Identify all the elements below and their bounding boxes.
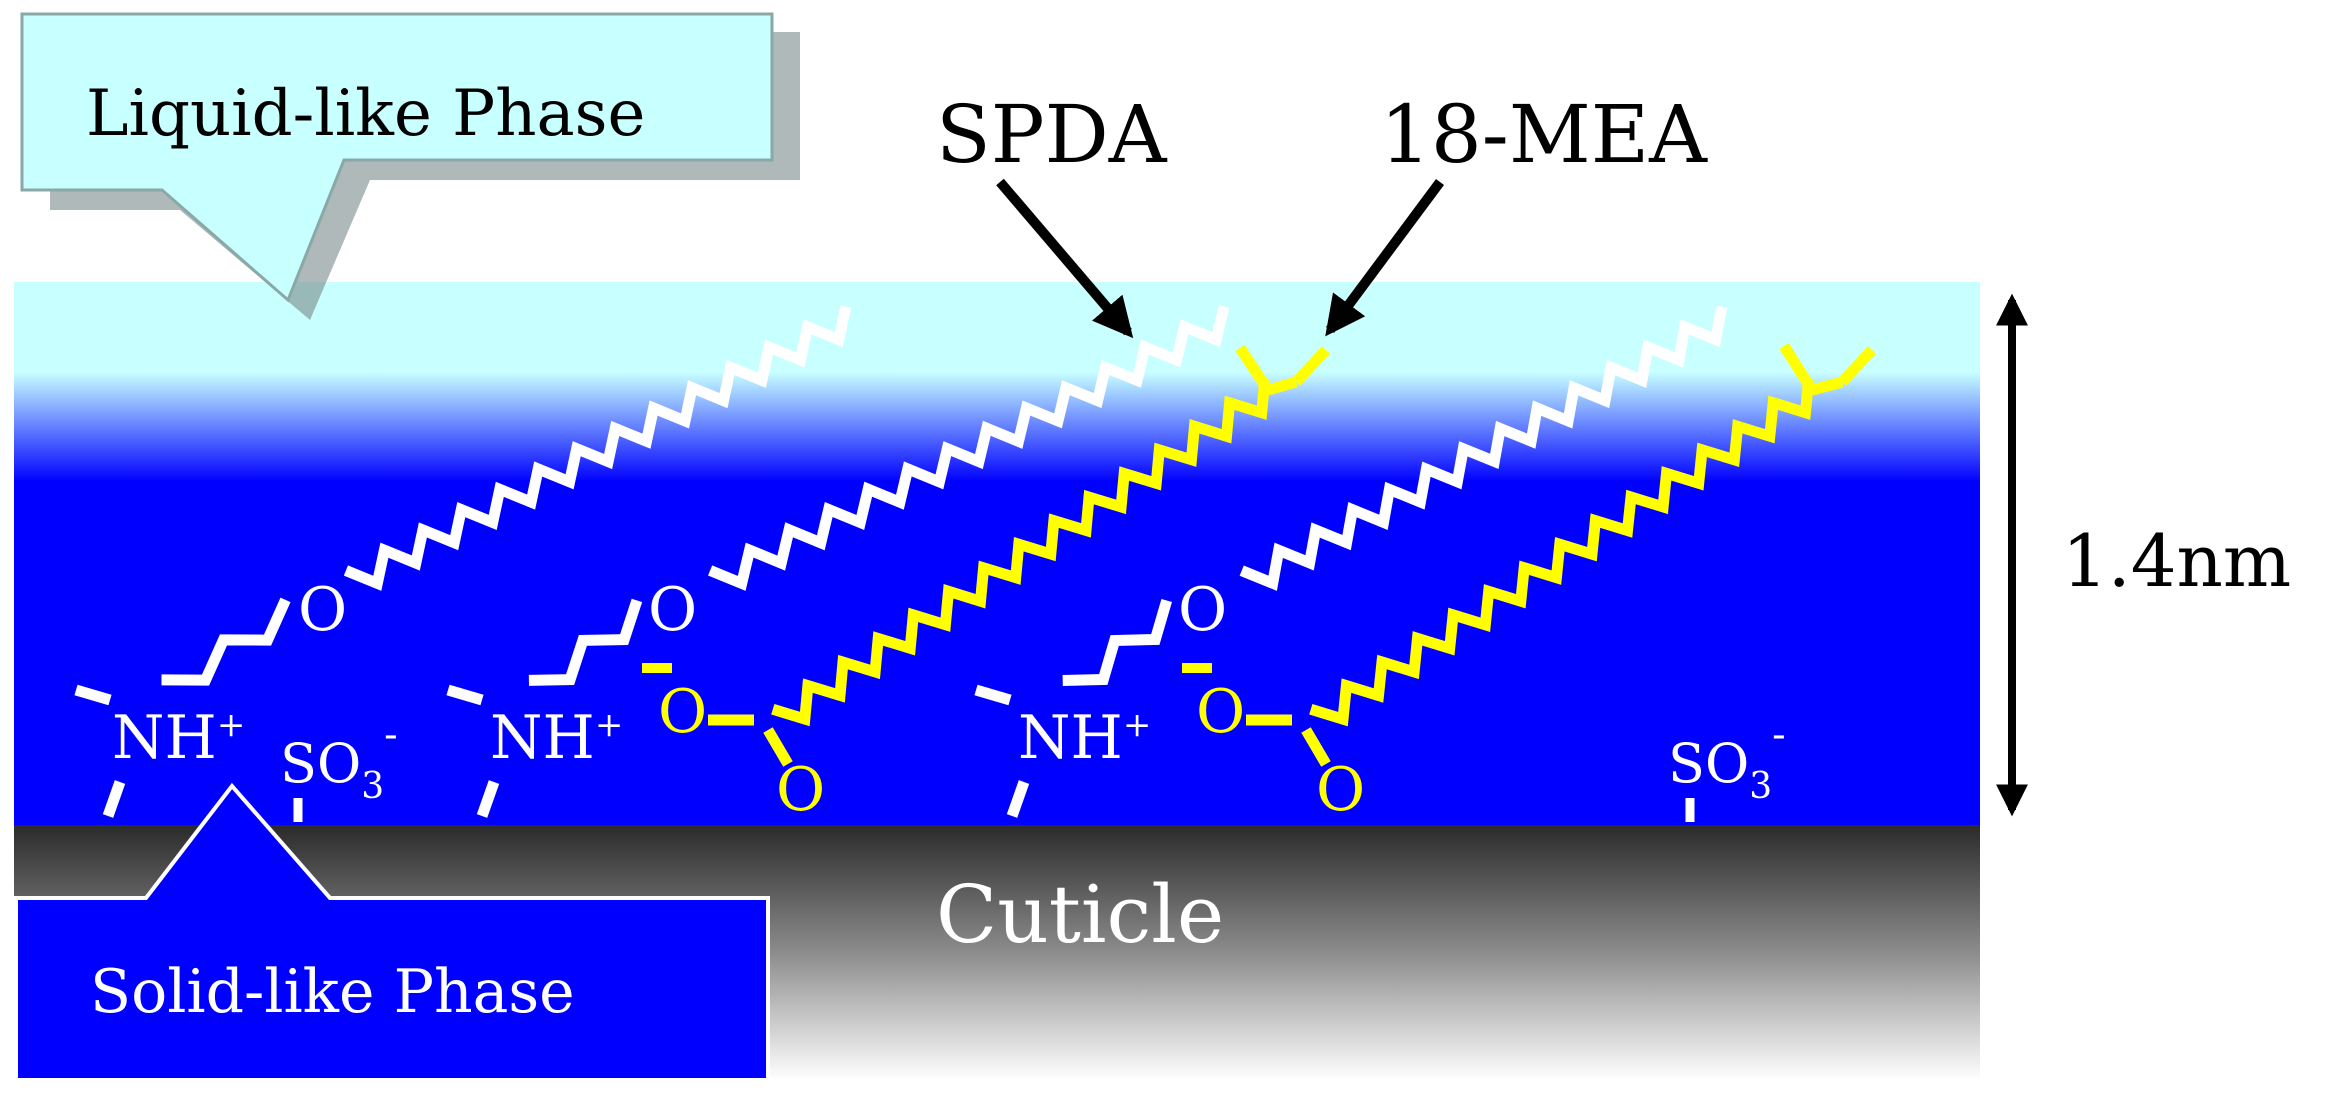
liquid-phase-callout: Liquid-like Phase bbox=[20, 12, 800, 320]
methyl-stub-3a bbox=[974, 684, 1012, 706]
ammonium-label-1: NH+ bbox=[112, 703, 245, 773]
methyl-stub-2b bbox=[476, 780, 500, 818]
methyl-stub-1a bbox=[74, 684, 112, 706]
mea-branch-1b bbox=[1266, 376, 1298, 396]
oxygen-label-3: O bbox=[1178, 575, 1227, 645]
spda-tail-2 bbox=[708, 305, 1230, 591]
mea-tail-1 bbox=[771, 378, 1271, 727]
spda-tail-1 bbox=[343, 305, 852, 591]
anchor-bonds bbox=[293, 798, 1695, 822]
solid-phase-label: Solid-like Phase bbox=[90, 957, 575, 1027]
liquid-phase-region bbox=[14, 282, 1980, 482]
ammonium-label-2: NH+ bbox=[490, 703, 623, 773]
spda-label: SPDA bbox=[936, 88, 1168, 181]
solid-phase-region bbox=[14, 480, 1980, 825]
carboxylate-o-minus-2: O bbox=[1196, 677, 1245, 747]
liquid-phase-label: Liquid-like Phase bbox=[86, 77, 645, 151]
ammonium-label-3: NH+ bbox=[1018, 703, 1151, 773]
carboxylate-o-double-2: O bbox=[1316, 755, 1365, 825]
sulfonate-label-right: SO3- bbox=[1668, 712, 1786, 807]
mea-tail-2 bbox=[1309, 378, 1815, 727]
solid-phase-callout: Solid-like Phase bbox=[14, 782, 770, 1082]
mea-branch-1c bbox=[1291, 346, 1331, 386]
spda-pointer-arrow bbox=[996, 178, 1134, 339]
cuticle-label: Cuticle bbox=[936, 868, 1224, 961]
spda-tail-3 bbox=[1239, 305, 1728, 591]
oxygen-label-1: O bbox=[298, 575, 347, 645]
mea-branch-1a bbox=[1235, 344, 1273, 394]
mea-label: 18-MEA bbox=[1380, 88, 1708, 181]
mea-carboxyl-dbl-2 bbox=[1301, 727, 1331, 767]
methyl-stub-3b bbox=[1006, 780, 1030, 818]
thickness-label: 1.4nm bbox=[2062, 519, 2291, 603]
mea-pointer-arrow bbox=[1325, 179, 1445, 337]
mea-branch-2c bbox=[1837, 346, 1877, 386]
chemical-labels: O O O NH+ NH+ NH+ SO3- SO3- O O O O bbox=[112, 575, 1786, 825]
mea-branch-2b bbox=[1810, 376, 1844, 396]
oxygen-label-2: O bbox=[648, 575, 697, 645]
methyl-stub-1b bbox=[102, 780, 126, 818]
sulfonate-label-left: SO3- bbox=[280, 712, 398, 807]
spda-linker-3 bbox=[1062, 598, 1172, 686]
carboxylate-o-double-1: O bbox=[776, 755, 825, 825]
spda-linker-1 bbox=[161, 597, 291, 686]
molecule-chains bbox=[74, 305, 1877, 818]
spda-linker-2 bbox=[528, 598, 643, 686]
carboxylate-o-minus-1: O bbox=[658, 677, 707, 747]
mea-carboxyl-dbl-1 bbox=[763, 727, 793, 767]
methyl-stub-2a bbox=[446, 684, 484, 706]
mea-branch-2a bbox=[1779, 343, 1817, 393]
